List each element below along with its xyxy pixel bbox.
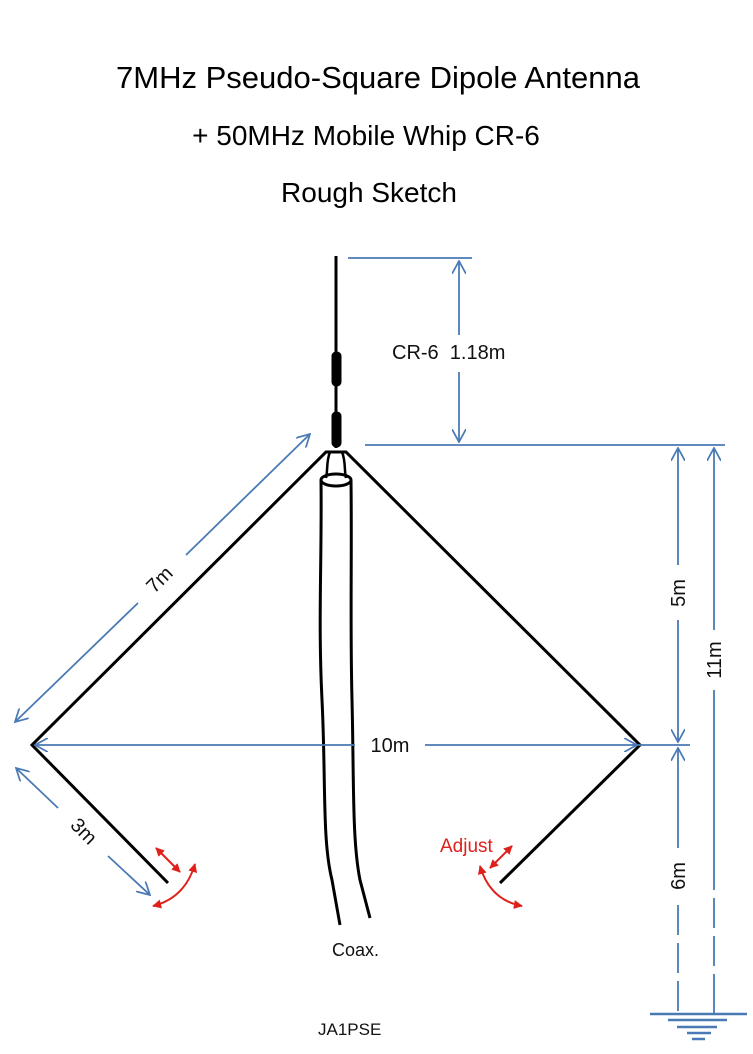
ground-icon — [650, 1012, 747, 1041]
title-line-2: + 50MHz Mobile Whip CR-6 — [192, 120, 540, 151]
label-whip-length: CR-6 1.18m — [392, 342, 505, 364]
cr6-whip — [331, 256, 342, 448]
label-span: 10m — [371, 735, 410, 757]
dimension-lines — [15, 257, 725, 1014]
adjust-arrows — [152, 845, 523, 909]
label-lower-leg: 3m — [66, 814, 101, 849]
coax-cable — [318, 472, 372, 926]
title-line-1: 7MHz Pseudo-Square Dipole Antenna — [116, 60, 641, 95]
dipole-wires — [29, 450, 643, 885]
label-total-height: 11m — [704, 641, 726, 678]
label-upper-height: 5m — [668, 579, 690, 607]
label-coax: Coax. — [332, 940, 379, 960]
label-upper-leg: 7m — [142, 562, 177, 597]
label-lower-height: 6m — [668, 862, 690, 890]
title-line-3: Rough Sketch — [281, 177, 457, 208]
label-adjust: Adjust — [440, 836, 494, 857]
author-signature: JA1PSE — [318, 1020, 381, 1039]
